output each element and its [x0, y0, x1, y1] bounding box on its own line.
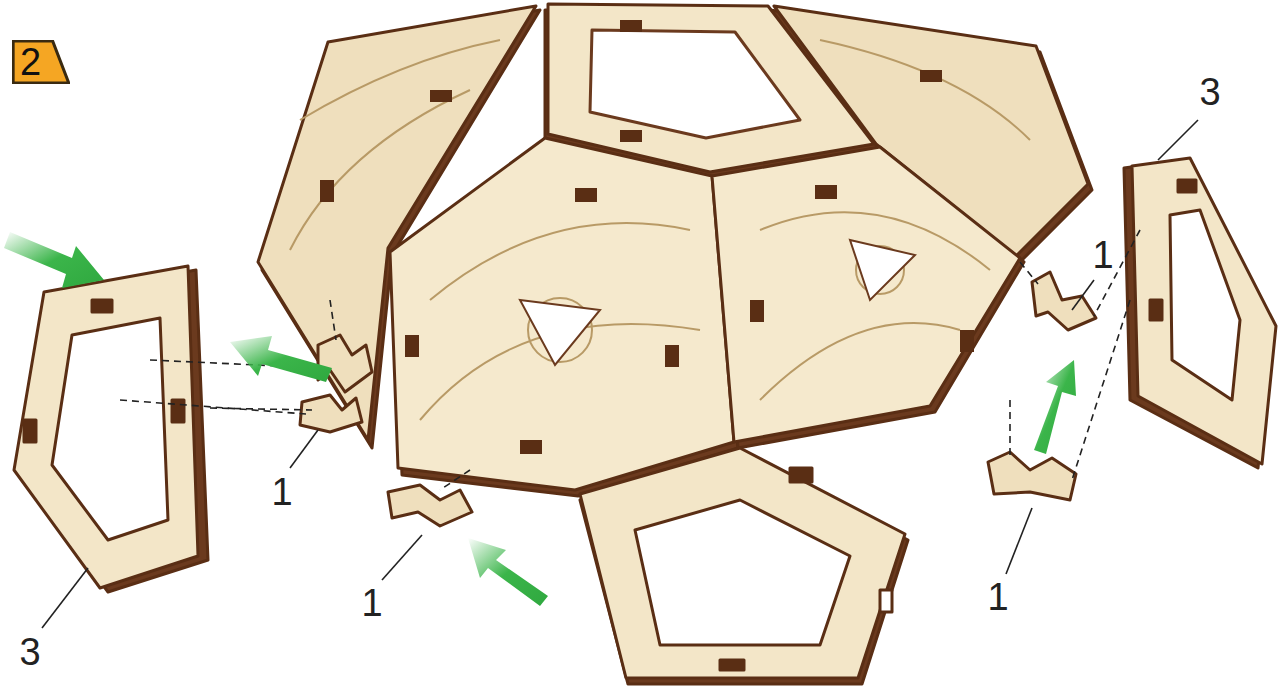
callout-number: 1 [271, 473, 292, 511]
callout-number: 1 [987, 578, 1008, 616]
step-number: 2 [20, 43, 70, 81]
step-badge: 2 [12, 40, 70, 84]
callout-number: 1 [1092, 236, 1113, 274]
callout-number: 3 [19, 633, 40, 671]
callout-number: 1 [361, 584, 382, 622]
callout-number: 3 [1199, 73, 1220, 111]
